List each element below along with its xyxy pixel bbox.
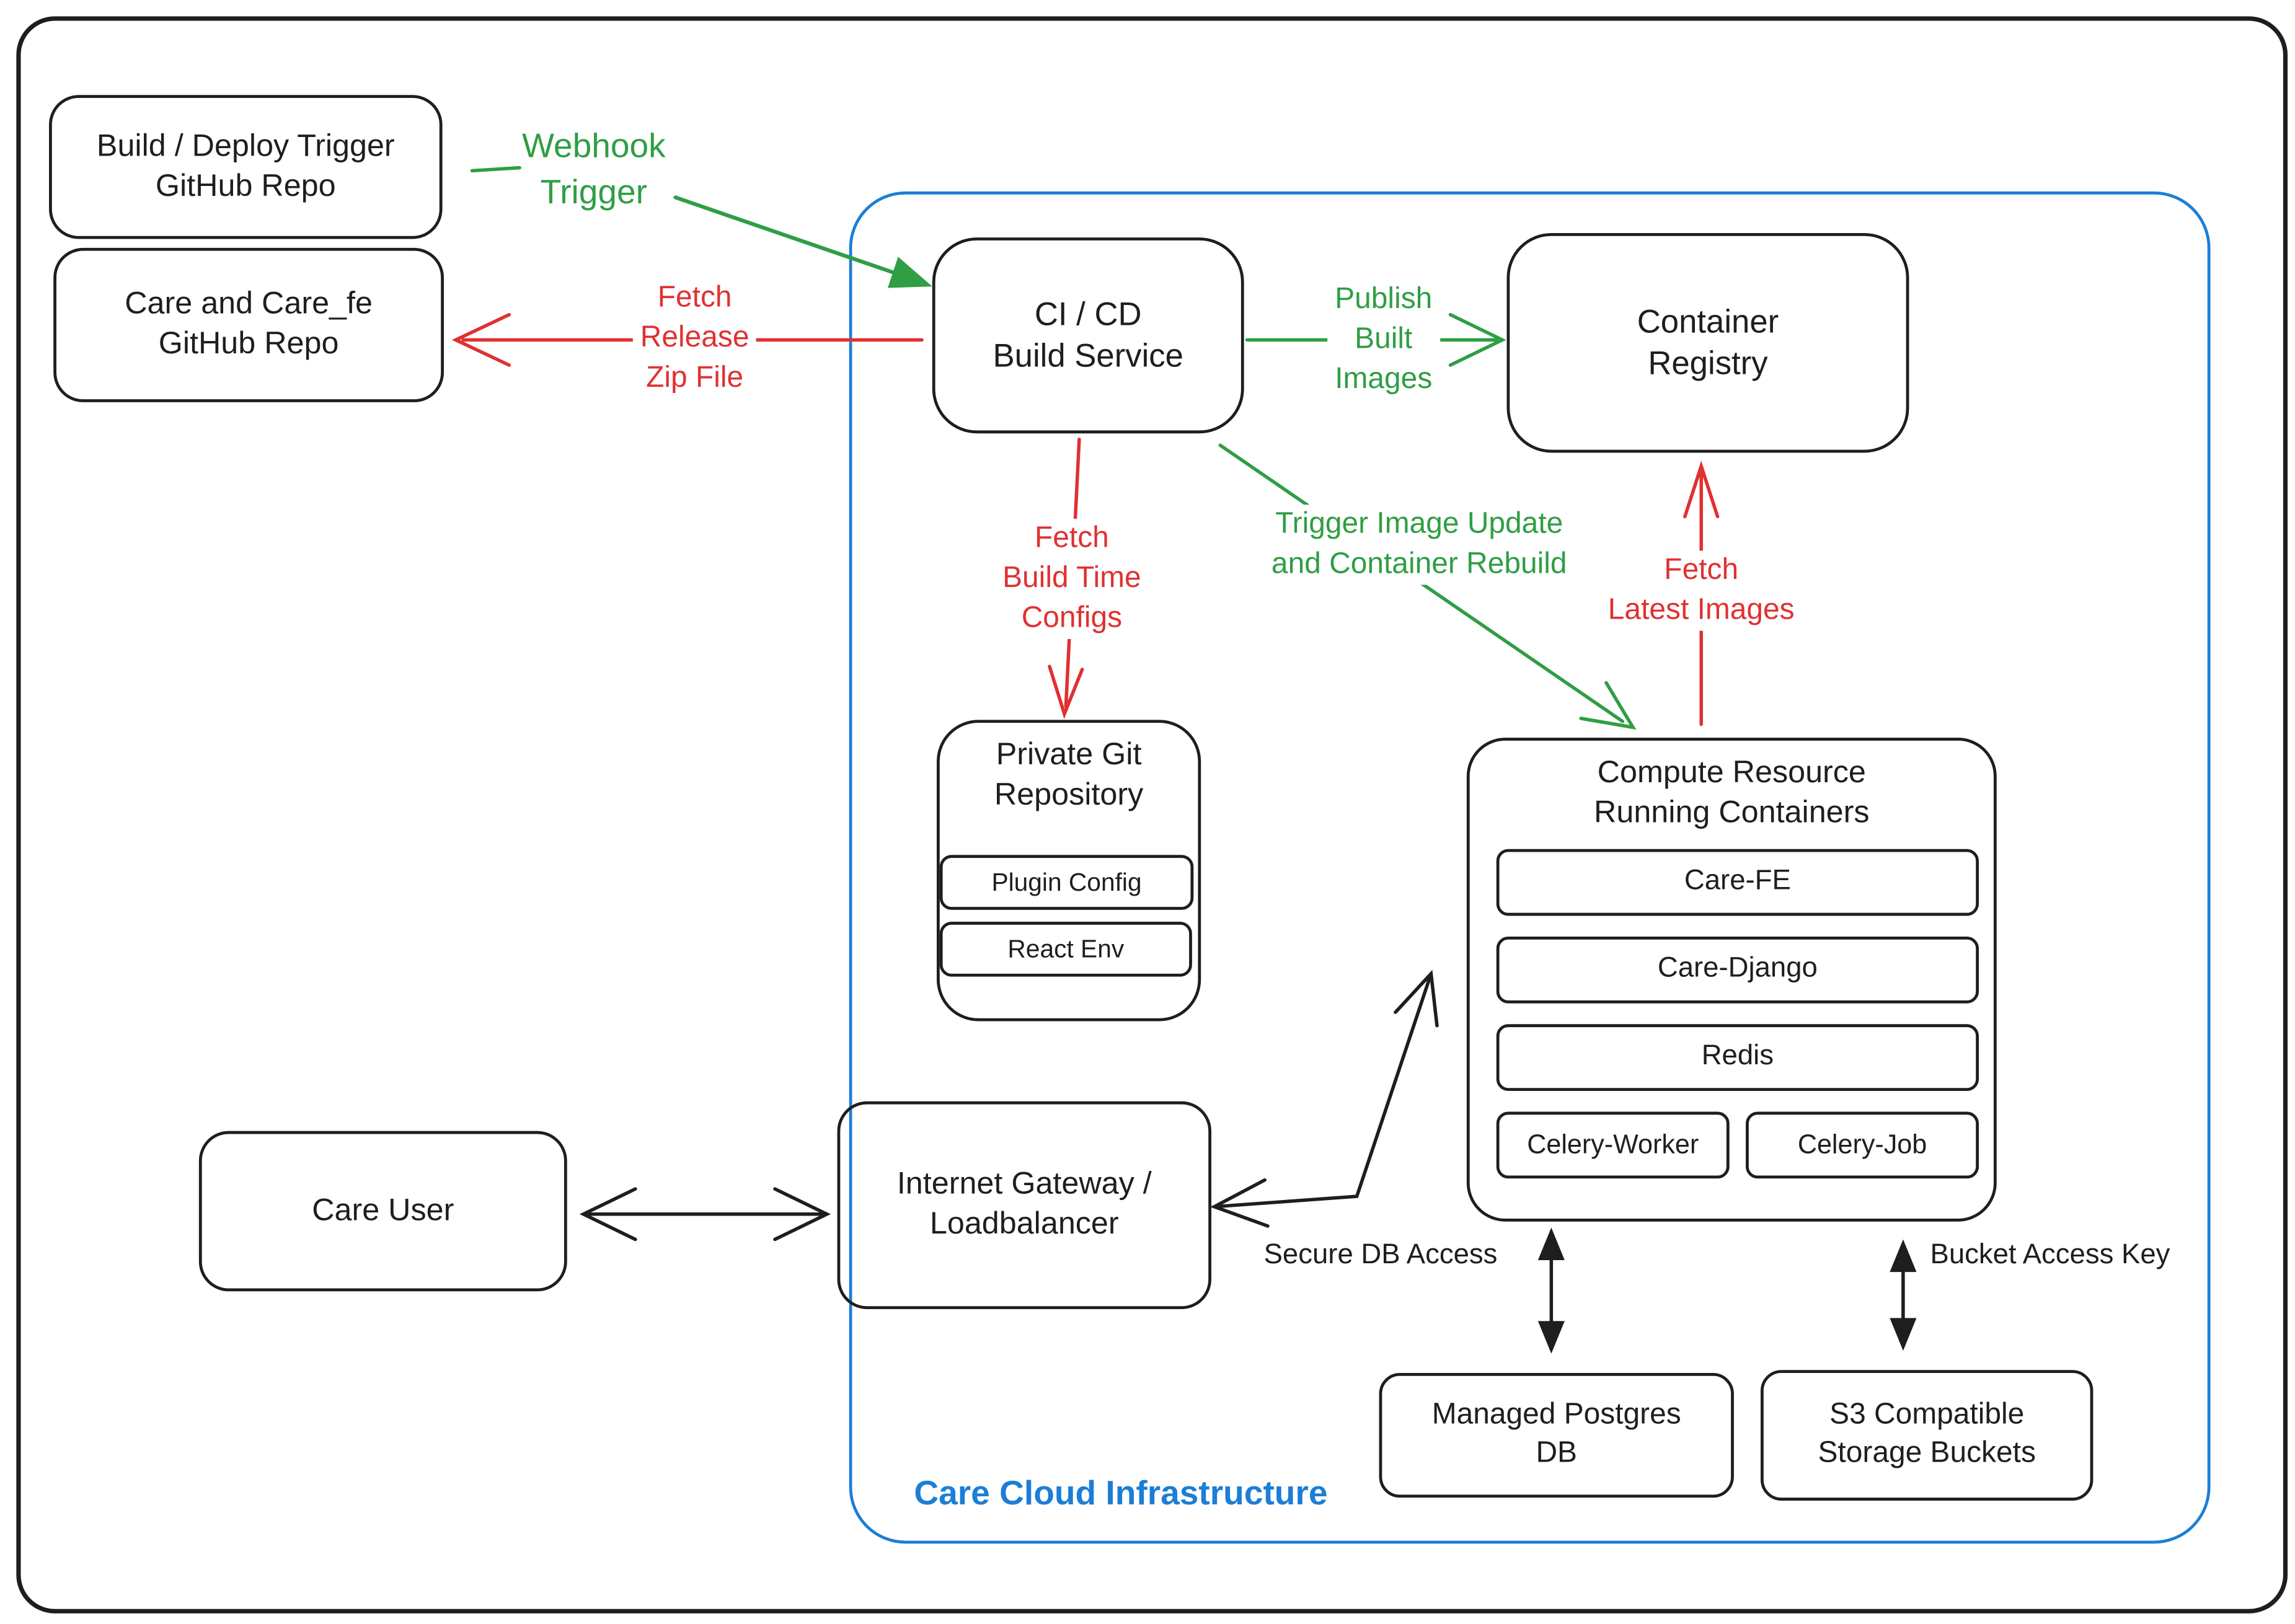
fetch-release-arrowhead (451, 312, 511, 367)
trigger-update-arrowhead (1579, 681, 1637, 730)
gateway-compute-top-head (1394, 969, 1439, 1028)
label-fetch-release: Fetch Release Zip File (632, 278, 757, 399)
node-compute-resource: Compute Resource Running Containers (1466, 738, 1997, 1222)
node-celery-job: Celery-Job (1746, 1111, 1979, 1179)
outer-border (16, 16, 2288, 1613)
node-cicd-build-service: CI / CD Build Service (932, 237, 1244, 434)
label-webhook-trigger: Webhook Trigger (521, 126, 666, 211)
node-s3-storage: S3 Compatible Storage Buckets (1760, 1370, 2094, 1501)
gateway-compute-left-head (1209, 1178, 1270, 1228)
webhook-dash (470, 165, 521, 173)
db-arrow-bottom-head (1537, 1321, 1565, 1354)
fetch-build-arrowhead (1048, 664, 1084, 720)
db-arrow-top-head (1537, 1227, 1565, 1261)
user-gateway-right-head (773, 1187, 831, 1242)
label-bucket-access-key: Bucket Access Key (1930, 1239, 2170, 1271)
node-care-repo: Care and Care_fe GitHub Repo (53, 247, 444, 402)
label-care-cloud-infrastructure: Care Cloud Infrastructure (914, 1473, 1328, 1512)
webhook-arrow-line (673, 195, 898, 275)
node-managed-postgres: Managed Postgres DB (1379, 1373, 1734, 1498)
label-publish-built-images: Publish Built Images (1327, 280, 1440, 400)
label-trigger-image-update: Trigger Image Update and Container Rebui… (1263, 505, 1575, 585)
webhook-arrowhead (887, 257, 932, 288)
node-care-django: Care-Django (1496, 936, 1979, 1004)
node-redis: Redis (1496, 1024, 1979, 1092)
node-container-registry: Container Registry (1506, 232, 1909, 453)
node-celery-worker: Celery-Worker (1496, 1111, 1730, 1179)
bucket-arrow-top-head (1890, 1239, 1917, 1273)
node-private-git-repository: Private Git Repository (936, 720, 1201, 1022)
node-care-fe: Care-FE (1496, 849, 1979, 916)
label-fetch-latest-images: Fetch Latest Images (1600, 550, 1802, 631)
node-plugin-config: Plugin Config (939, 855, 1194, 910)
cloud-boundary (849, 191, 2211, 1544)
bucket-arrow-bottom-head (1890, 1318, 1917, 1351)
node-build-trigger-repo: Build / Deploy Trigger GitHub Repo (49, 95, 443, 239)
fetch-latest-arrowhead (1683, 460, 1720, 519)
label-fetch-build-configs: Fetch Build Time Configs (995, 518, 1149, 639)
node-internet-gateway: Internet Gateway / Loadbalancer (837, 1101, 1211, 1310)
node-care-user: Care User (198, 1131, 567, 1292)
node-react-env: React Env (939, 922, 1192, 977)
publish-arrowhead (1448, 312, 1506, 367)
label-secure-db-access: Secure DB Access (1263, 1239, 1498, 1271)
user-gateway-left-head (579, 1187, 637, 1242)
gateway-compute-line (1213, 972, 1433, 1209)
